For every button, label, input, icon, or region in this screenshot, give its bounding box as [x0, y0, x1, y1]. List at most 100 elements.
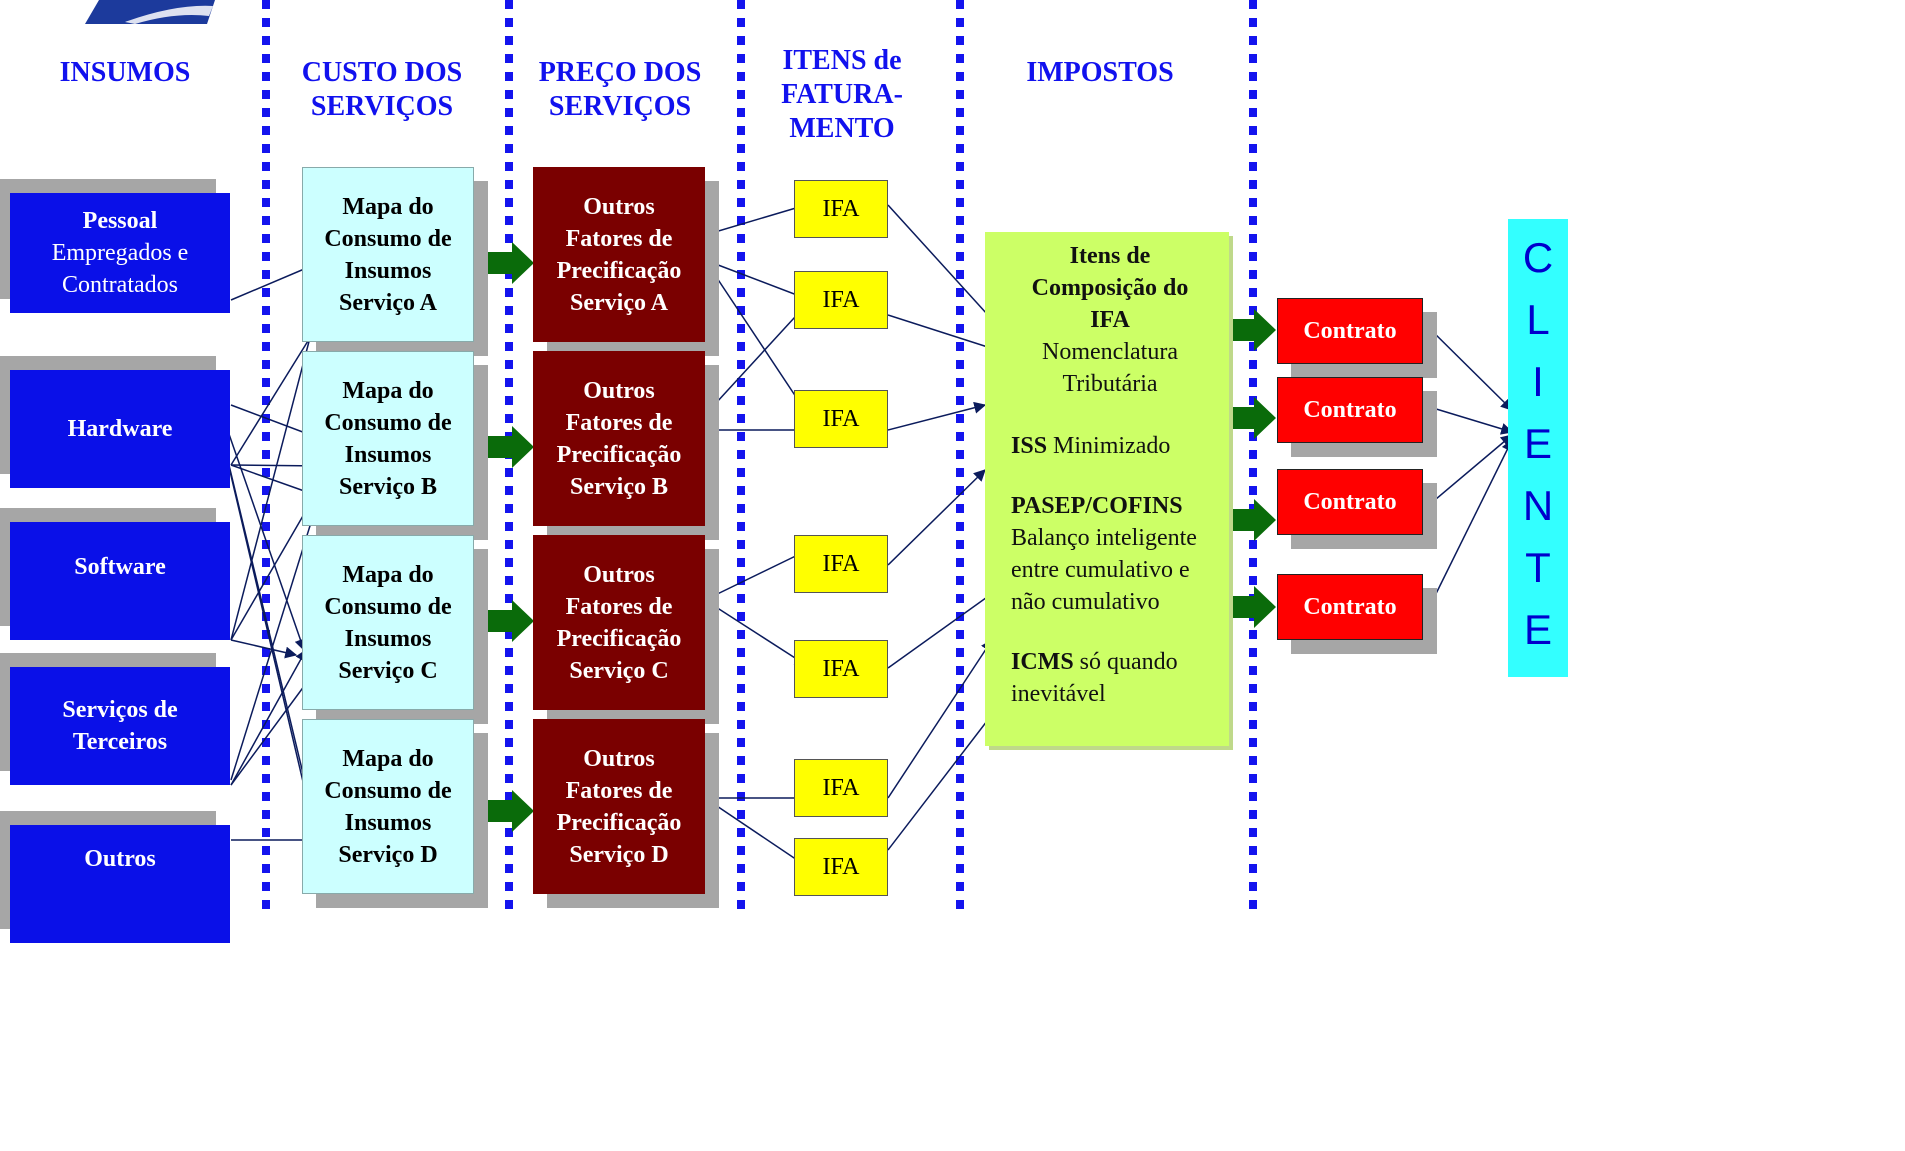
header-itens: ITENS de FATURA- MENTO: [752, 44, 932, 146]
connector-arrow: [887, 401, 987, 431]
ifa-label: IFA: [822, 853, 860, 880]
contrato-box: Contrato: [1277, 377, 1423, 443]
flow-arrow: [1216, 397, 1276, 439]
header-insumos: INSUMOS: [20, 56, 230, 90]
outros-line: Precificação: [556, 441, 682, 468]
outros-line: Precificação: [556, 257, 682, 284]
outros-fatores-d: Outros Fatores de Precificação Serviço D: [533, 719, 705, 894]
mapa-servico-d: Mapa do Consumo de Insumos Serviço D: [302, 719, 474, 894]
mapa-line: Serviço C: [338, 657, 438, 684]
contrato-label: Contrato: [1303, 317, 1397, 344]
insumo-servicos-terceiros: Serviços de Terceiros: [10, 667, 230, 785]
mapa-line: Mapa do: [342, 561, 434, 588]
mapa-line: Serviço B: [339, 473, 437, 500]
iss-row: ISS Minimizado: [1011, 430, 1209, 462]
impostos-sub-line: Tributária: [1062, 371, 1158, 397]
ifa-box: IFA: [794, 535, 888, 593]
ifa-label: IFA: [822, 405, 860, 432]
mapa-line: Insumos: [344, 441, 432, 468]
connector-arrow: [230, 639, 298, 659]
mapa-line: Insumos: [344, 809, 432, 836]
outros-line: Fatores de: [565, 777, 673, 804]
ifa-box: IFA: [794, 759, 888, 817]
mapa-servico-a: Mapa do Consumo de Insumos Serviço A: [302, 167, 474, 342]
connector-arrow: [230, 669, 317, 786]
header-impostos: IMPOSTOS: [990, 56, 1210, 90]
header-custo: CUSTO DOS SERVIÇOS: [282, 56, 482, 124]
icms-text-line: inevitável: [1011, 681, 1106, 707]
connector-arrow: [887, 204, 998, 326]
header-itens-line: MENTO: [789, 113, 895, 144]
impostos-box: Itens de Composição do IFA Nomenclatura …: [985, 232, 1229, 746]
header-custo-line: SERVIÇOS: [310, 91, 454, 122]
cliente-letter: E: [1523, 420, 1552, 467]
header-impostos-line: IMPOSTOS: [1026, 57, 1174, 88]
iss-label: ISS: [1011, 433, 1048, 459]
flow-arrow: [476, 790, 534, 832]
outros-line: Outros: [583, 745, 655, 772]
cliente-bar: C L I E N T E: [1508, 219, 1568, 677]
pasep-text-line: não cumulativo: [1011, 589, 1160, 615]
ifa-label: IFA: [822, 774, 860, 801]
mapa-line: Mapa do: [342, 193, 434, 220]
flow-arrow: [476, 600, 534, 642]
connector-arrow: [1422, 404, 1514, 435]
mapa-line: Mapa do: [342, 377, 434, 404]
cliente-letter: E: [1523, 606, 1552, 653]
connector-arrow: [887, 314, 999, 353]
connector-arrow: [704, 259, 812, 302]
insumo-title: Serviços de: [62, 697, 178, 723]
header-custo-line: CUSTO DOS: [301, 57, 463, 88]
insumo-outros: Outros: [10, 825, 230, 943]
connector-arrow: [230, 326, 317, 466]
mapa-line: Consumo de: [324, 225, 452, 252]
ifa-label: IFA: [822, 286, 860, 313]
outros-line: Precificação: [556, 809, 682, 836]
cliente-letter: C: [1522, 234, 1554, 281]
outros-line: Precificação: [556, 625, 682, 652]
ifa-label: IFA: [822, 655, 860, 682]
outros-line: Serviço C: [569, 657, 669, 684]
connector-arrow: [704, 599, 808, 666]
outros-fatores-b: Outros Fatores de Precificação Serviço B: [533, 351, 705, 526]
outros-line: Outros: [583, 193, 655, 220]
connector-arrow: [230, 262, 318, 301]
connector-arrow: [1422, 434, 1513, 511]
mapa-line: Consumo de: [324, 409, 452, 436]
insumo-line: Empregados e: [51, 240, 189, 266]
ifa-box: IFA: [794, 838, 888, 896]
company-logo: [85, 0, 215, 24]
outros-line: Serviço B: [570, 473, 668, 500]
connector-arrow: [704, 549, 810, 601]
outros-line: Serviço D: [569, 841, 669, 868]
header-itens-line: ITENS de: [782, 45, 902, 76]
insumo-hardware: Hardware: [10, 370, 230, 488]
impostos-title-line: Composição do: [1031, 275, 1189, 301]
flow-arrow: [1216, 309, 1276, 351]
impostos-title-line: Itens de: [1069, 243, 1151, 269]
impostos-title-line: IFA: [1090, 307, 1130, 333]
cliente-letter: I: [1532, 358, 1544, 405]
icms-text: só quando: [1079, 649, 1178, 675]
connector-arrow: [887, 707, 998, 851]
mapa-line: Consumo de: [324, 777, 452, 804]
ifa-label: IFA: [822, 195, 860, 222]
connector-arrow: [704, 797, 807, 867]
connector-arrow: [704, 304, 807, 416]
contrato-label: Contrato: [1303, 488, 1397, 515]
header-preco-line: SERVIÇOS: [548, 91, 692, 122]
connector-arrow: [887, 638, 993, 799]
insumo-title: Outros: [84, 846, 156, 872]
impostos-sub-line: Nomenclatura: [1042, 339, 1178, 365]
insumo-title: Pessoal: [82, 208, 158, 234]
flow-arrow: [476, 242, 534, 284]
connector-arrow: [887, 469, 986, 566]
connector-arrow: [704, 259, 809, 416]
mapa-line: Serviço D: [338, 841, 438, 868]
header-insumos-line: INSUMOS: [59, 57, 191, 88]
contrato-label: Contrato: [1303, 593, 1397, 620]
insumo-line: Terceiros: [72, 729, 168, 755]
cliente-letter: L: [1526, 296, 1550, 343]
cliente-letter: T: [1525, 544, 1551, 591]
ifa-box: IFA: [794, 390, 888, 448]
